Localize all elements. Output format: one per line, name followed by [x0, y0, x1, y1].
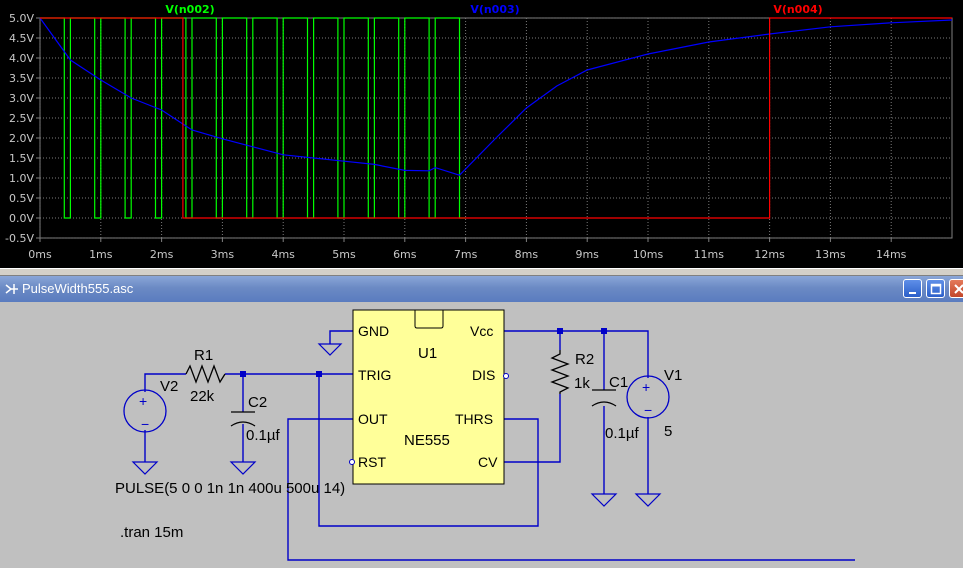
waveform-plot[interactable]: 5.0V 4.5V 4.0V 3.5V 3.0V 2.5V 2.0V 1.5V 1.0V 0.5V… — [0, 0, 963, 268]
schematic-window-titlebar[interactable]: PulseWidth555.asc — [0, 276, 963, 302]
ic-ref-label: U1 — [418, 345, 437, 362]
pin-rst-dot — [349, 459, 355, 465]
y-tick-label: 4.5V — [9, 32, 34, 45]
pin-rst-label: RST — [358, 454, 386, 470]
pin-thrs-label: THRS — [455, 411, 493, 427]
voltage-source-v1[interactable]: + − V1 5 — [626, 367, 682, 440]
minimize-button[interactable] — [903, 279, 922, 298]
ne555-ic[interactable]: GND Vcc U1 TRIG DIS OUT THRS NE555 RST C… — [349, 309, 509, 485]
x-tick-label: 14ms — [876, 248, 907, 261]
trace-label[interactable]: V(n002) — [165, 3, 214, 16]
schematic-canvas[interactable]: GND Vcc U1 TRIG DIS OUT THRS NE555 RST C… — [0, 302, 963, 568]
pin-cv-label: CV — [478, 454, 498, 470]
junction-dots — [240, 328, 607, 377]
close-button[interactable] — [949, 279, 963, 298]
pin-dis-label: DIS — [472, 367, 495, 383]
x-tick-label: 3ms — [211, 248, 235, 261]
x-tick-label: 4ms — [271, 248, 295, 261]
y-tick-label: 1.0V — [9, 172, 34, 185]
trace-label[interactable]: V(n004) — [773, 3, 822, 16]
capacitor-c1[interactable]: C1 0.1µf — [591, 374, 639, 442]
y-tick-label: 5.0V — [9, 12, 34, 25]
y-tick-label: 3.5V — [9, 72, 34, 85]
x-tick-label: 0ms — [28, 248, 52, 261]
pin-vcc-label: Vcc — [470, 323, 493, 339]
v2-ref: V2 — [160, 378, 178, 395]
ground-icon — [634, 493, 662, 507]
trace-label[interactable]: V(n003) — [470, 3, 519, 16]
pin-trig-label: TRIG — [358, 367, 391, 383]
pin-dis-dot — [503, 373, 509, 379]
v1-ref: V1 — [664, 367, 682, 384]
trace-vn002[interactable] — [40, 17, 466, 219]
x-tick-label: 1ms — [89, 248, 113, 261]
resistor-r1[interactable]: R1 22k — [185, 347, 226, 405]
trace-vn004[interactable] — [40, 17, 952, 219]
y-tick-label: 2.0V — [9, 132, 34, 145]
pin-gnd-label: GND — [358, 323, 389, 339]
minus-icon: − — [644, 402, 652, 418]
y-tick-label: 0.0V — [9, 212, 34, 225]
x-tick-label: 10ms — [633, 248, 664, 261]
ground-icon — [229, 461, 257, 475]
plot-frame — [39, 17, 953, 239]
ground-icon — [131, 461, 159, 475]
schematic-drawing[interactable]: GND Vcc U1 TRIG DIS OUT THRS NE555 RST C… — [0, 302, 963, 568]
r2-ref: R2 — [575, 351, 594, 368]
pane-splitter[interactable] — [0, 268, 963, 276]
spice-directive[interactable]: .tran 15m — [120, 524, 183, 541]
c2-value: 0.1µf — [246, 427, 280, 444]
x-tick-label: 2ms — [150, 248, 174, 261]
x-tick-label: 8ms — [515, 248, 539, 261]
resistor-r2[interactable]: R2 1k — [550, 350, 594, 394]
x-tick-label: 13ms — [815, 248, 846, 261]
voltage-source-v2[interactable]: + − V2 PULSE(5 0 0 1n 1n 400u 500u 14) — [115, 378, 345, 497]
waveform-viewer[interactable]: 5.0V 4.5V 4.0V 3.5V 3.0V 2.5V 2.0V 1.5V 1.0V 0.5V… — [0, 0, 963, 268]
y-tick-label: -0.5V — [5, 232, 34, 245]
schematic-app-icon — [5, 284, 18, 294]
r1-value: 22k — [190, 388, 215, 405]
ic-part-label: NE555 — [404, 432, 450, 449]
pin-out-label: OUT — [358, 411, 388, 427]
c2-ref: C2 — [248, 394, 267, 411]
y-tick-label: 1.5V — [9, 152, 34, 165]
y-tick-label: 4.0V — [9, 52, 34, 65]
x-tick-label: 9ms — [575, 248, 599, 261]
minus-icon: − — [141, 416, 149, 432]
trace-vn003[interactable] — [39, 17, 953, 176]
x-tick-label: 12ms — [754, 248, 785, 261]
y-tick-label: 0.5V — [9, 192, 34, 205]
x-tick-label: 7ms — [454, 248, 478, 261]
y-tick-label: 2.5V — [9, 112, 34, 125]
v2-value: PULSE(5 0 0 1n 1n 400u 500u 14) — [115, 480, 345, 497]
r2-value: 1k — [574, 375, 590, 392]
plus-icon: + — [139, 393, 147, 409]
ground-symbols — [131, 343, 662, 507]
r1-ref: R1 — [194, 347, 213, 364]
ground-icon — [590, 493, 618, 507]
x-tick-label: 6ms — [393, 248, 417, 261]
ground-icon — [317, 343, 343, 356]
c1-ref: C1 — [609, 374, 628, 391]
capacitor-c2[interactable]: C2 0.1µf — [230, 394, 280, 444]
x-tick-label: 5ms — [332, 248, 356, 261]
maximize-button[interactable] — [926, 279, 945, 298]
c1-value: 0.1µf — [605, 425, 639, 442]
wires[interactable] — [144, 330, 855, 561]
x-tick-label: 11ms — [694, 248, 725, 261]
window-title: PulseWidth555.asc — [22, 281, 134, 296]
v1-value: 5 — [664, 423, 672, 440]
plus-icon: + — [642, 379, 650, 395]
y-tick-label: 3.0V — [9, 92, 34, 105]
